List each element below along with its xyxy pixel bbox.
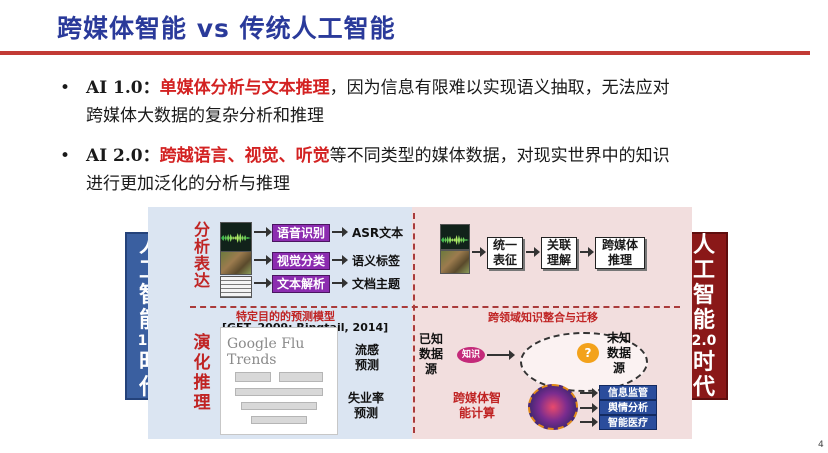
horizontal-divider: [190, 306, 680, 308]
reasoning-char: 演: [193, 333, 211, 353]
text-parsing-box: 文本解析: [272, 275, 330, 293]
unknown-source-text: 未知数据源: [606, 331, 631, 375]
animal-image-thumbnail: [440, 250, 470, 274]
arrow: [254, 227, 272, 237]
unified-representation-box: 统一表征: [487, 237, 523, 269]
arrow: [580, 247, 594, 257]
audio-waveform-thumbnail: [440, 224, 470, 250]
unemployment-prediction-output: 失业率预测: [348, 391, 384, 421]
doc-topic-output: 文档主题: [352, 277, 401, 291]
bullet-text: AI 2.0：跨越语言、视觉、听觉等不同类型的媒体数据，对现实世界中的知识 进行…: [86, 142, 806, 198]
bullet-highlight: 跨越语言、视觉、听觉: [159, 146, 330, 166]
analysis-char: 表: [193, 254, 210, 273]
knowledge-node: 知识: [457, 347, 485, 363]
semantic-label-output: 语义标签: [352, 254, 401, 268]
bullet-ai2: • AI 2.0：跨越语言、视觉、听觉等不同类型的媒体数据，对现实世界中的知识 …: [60, 142, 800, 198]
unknown-source-label: 未知数据源: [602, 331, 636, 376]
smart-medical-box: 智能医疗: [599, 415, 657, 430]
google-flu-trends-logo: Google Flu Trends: [227, 336, 305, 368]
speech-recognition-box: 语音识别: [272, 224, 330, 242]
cross-media-compute-text: 跨媒体智能计算: [452, 391, 501, 420]
bullet-ai1: • AI 1.0：单媒体分析与文本推理，因为信息有限难以实现语义抽取，无法应对 …: [60, 74, 800, 130]
arrow: [487, 350, 515, 360]
ai2-version: 2.0: [691, 332, 717, 349]
bullet-label: AI 2.0: [86, 146, 143, 166]
arrow: [332, 227, 348, 237]
arrow: [580, 388, 598, 398]
arrow: [332, 278, 348, 288]
arrow: [332, 255, 348, 265]
arrow: [580, 403, 598, 413]
arrow: [526, 247, 540, 257]
asr-text-output: ASR文本: [352, 226, 404, 240]
analysis-char: 分: [193, 220, 210, 239]
ai2-char: 工: [692, 257, 715, 283]
info-supervision-box: 信息监管: [599, 385, 657, 400]
ai2-char: 能: [692, 307, 715, 333]
bullet-rest: ，因为信息有限难以实现语义抽取，无法应对: [329, 78, 670, 98]
title-underline: [0, 51, 810, 55]
bullet-rest: 等不同类型的媒体数据，对现实世界中的知识: [329, 146, 670, 166]
bullet-highlight: 单媒体分析与文本推理: [159, 78, 330, 98]
audio-waveform-thumbnail: [220, 222, 252, 252]
bullet-rest-line2: 进行更加泛化的分析与推理: [86, 174, 290, 194]
known-source-label: 已知数据源: [414, 332, 448, 377]
ai2-char: 代: [692, 374, 715, 400]
cross-domain-heading: 跨领域知识整合与迁移: [488, 311, 598, 324]
analysis-label: 分 析 表 达: [192, 221, 212, 289]
bullet-dot: •: [60, 78, 71, 98]
compute-visual: [528, 384, 578, 430]
arrow: [580, 417, 598, 427]
bullet-rest-line2: 跨媒体大数据的复杂分析和推理: [86, 106, 324, 126]
association-understanding-text: 关联理解: [546, 238, 571, 267]
cross-media-reasoning-text: 跨媒体推理: [601, 238, 638, 267]
flu-trends-screenshot: Google Flu Trends: [220, 327, 338, 435]
slide-title: 跨媒体智能 vs 传统人工智能: [57, 14, 396, 43]
known-source-text: 已知数据源: [418, 332, 443, 376]
association-understanding-box: 关联理解: [541, 237, 577, 269]
cross-media-compute-label: 跨媒体智能计算: [450, 391, 504, 421]
reasoning-char: 化: [193, 353, 211, 373]
bullet-colon: ：: [142, 146, 160, 166]
arrow: [254, 255, 272, 265]
vertical-divider: [413, 213, 415, 433]
flu-prediction-output: 流感预测: [352, 343, 382, 373]
text-document-thumbnail: [220, 276, 252, 298]
unknown-node: ?: [577, 343, 599, 363]
bullet-colon: ：: [142, 78, 160, 98]
reasoning-char: 理: [193, 393, 211, 413]
reasoning-char: 推: [193, 373, 211, 393]
ai2-char: 时: [692, 349, 715, 375]
opinion-analysis-box: 舆情分析: [599, 400, 657, 415]
unemployment-prediction-text: 失业率预测: [348, 391, 385, 420]
flu-prediction-text: 流感预测: [354, 343, 379, 372]
page-number: 4: [818, 440, 824, 450]
unified-representation-text: 统一表征: [492, 238, 517, 267]
ai2-char: 智: [692, 282, 715, 308]
arrow: [472, 247, 486, 257]
visual-classification-box: 视觉分类: [272, 252, 330, 270]
cross-media-reasoning-box: 跨媒体推理: [595, 237, 645, 269]
reasoning-label: 演 化 推 理: [192, 333, 212, 413]
analysis-char: 析: [193, 237, 210, 256]
prediction-heading: 特定目的的预测模型: [236, 310, 335, 323]
bullet-label: AI 1.0: [86, 78, 143, 98]
comparison-diagram: 分 析 表 达 演 化 推 理 语音识别 ASR文本 视觉分类 语义标签 文本解…: [130, 207, 700, 439]
bullet-dot: •: [60, 146, 71, 166]
ai2-char: 人: [692, 232, 715, 258]
bullet-text: AI 1.0：单媒体分析与文本推理，因为信息有限难以实现语义抽取，无法应对 跨媒…: [86, 74, 806, 130]
arrow: [254, 278, 272, 288]
analysis-char: 达: [193, 271, 210, 290]
animal-image-thumbnail: [220, 251, 252, 275]
